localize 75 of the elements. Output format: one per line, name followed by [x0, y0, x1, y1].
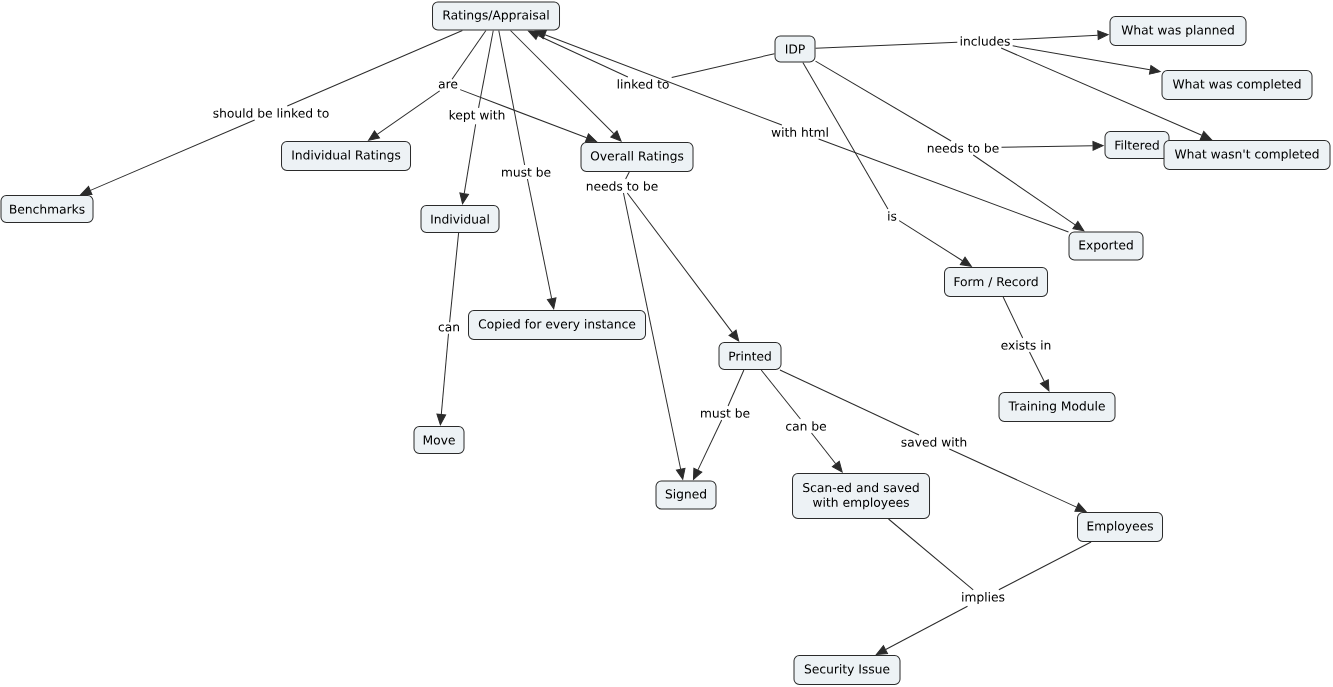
connector-line — [998, 541, 1092, 591]
linking-phrase: can — [438, 324, 459, 332]
concept-box: What was completed — [1161, 70, 1313, 100]
concept-box: Filtered — [1104, 131, 1170, 159]
connector-line — [760, 369, 801, 420]
connector-line — [815, 41, 958, 49]
connector-line — [779, 369, 920, 436]
arrow — [1012, 45, 1161, 75]
arrow — [459, 123, 477, 205]
arrow — [811, 432, 843, 473]
connector-line — [818, 138, 1069, 233]
concept-box: Signed — [655, 480, 717, 510]
linking-phrase: exists in — [1001, 340, 1051, 350]
connector-line — [727, 369, 745, 407]
linking-phrase: kept with — [449, 110, 505, 122]
connector-line — [449, 232, 460, 323]
arrow — [898, 220, 972, 267]
connector-line — [802, 62, 889, 210]
arrow — [528, 30, 629, 78]
connector-line — [498, 30, 526, 166]
concept-box: Printed — [718, 342, 782, 370]
concept-box: Training Module — [998, 392, 1116, 422]
linking-phrase: must be — [701, 408, 750, 418]
linking-phrase: is — [888, 211, 897, 221]
connector-line — [451, 30, 487, 80]
linking-phrase: implies — [962, 592, 1005, 604]
arrow — [526, 178, 557, 310]
arrow — [876, 605, 968, 655]
arrow — [510, 30, 622, 142]
concept-box: What wasn't completed — [1163, 140, 1331, 170]
arrow — [1000, 47, 1212, 140]
arrow — [368, 90, 441, 141]
arrow — [534, 30, 783, 126]
linking-phrase: must be — [502, 167, 551, 177]
arrow — [626, 192, 740, 342]
arrow — [459, 89, 597, 143]
concept-box: Individual — [420, 205, 500, 233]
linking-phrase: needs to be — [586, 181, 658, 191]
connector-line — [815, 60, 952, 142]
arrow — [1012, 30, 1109, 41]
linking-phrase: with html — [771, 127, 828, 137]
arrow — [80, 119, 256, 195]
arrow — [622, 192, 686, 480]
concept-box: Benchmarks — [0, 195, 94, 223]
concept-box: IDP — [774, 35, 816, 63]
arrow — [692, 419, 723, 480]
connector-line — [286, 30, 463, 107]
arrow — [948, 448, 1087, 512]
linking-phrase: can be — [786, 421, 826, 431]
linking-phrase: saved with — [901, 437, 967, 447]
concept-box: Copied for every instance — [468, 310, 646, 340]
linking-phrase: linked to — [617, 79, 669, 89]
connector-line — [1002, 296, 1024, 339]
linking-phrase: are — [438, 81, 458, 89]
arrow — [1029, 351, 1050, 392]
concept-box: Employees — [1077, 512, 1163, 542]
connector-line — [671, 53, 775, 78]
linking-phrase: should be linked to — [213, 108, 329, 118]
connector-line — [478, 30, 494, 109]
concept-box: Ratings/Appraisal — [432, 1, 560, 31]
concept-box: Form / Record — [944, 267, 1048, 297]
connector-line — [888, 518, 974, 591]
concept-box: What was planned — [1109, 16, 1247, 46]
concept-box: Security Issue — [793, 655, 901, 685]
concept-box: Scan-ed and saved with employees — [792, 473, 930, 519]
concept-box: Exported — [1068, 231, 1144, 261]
linking-phrase: includes — [960, 36, 1010, 46]
concept-box: Move — [413, 426, 465, 454]
arrow — [436, 333, 449, 426]
connector-line — [625, 171, 630, 180]
concept-box: Overall Ratings — [580, 142, 694, 172]
arrow — [1001, 140, 1104, 151]
concept-box: Individual Ratings — [281, 141, 411, 171]
linking-phrase: needs to be — [927, 143, 999, 153]
arrow — [972, 154, 1085, 232]
